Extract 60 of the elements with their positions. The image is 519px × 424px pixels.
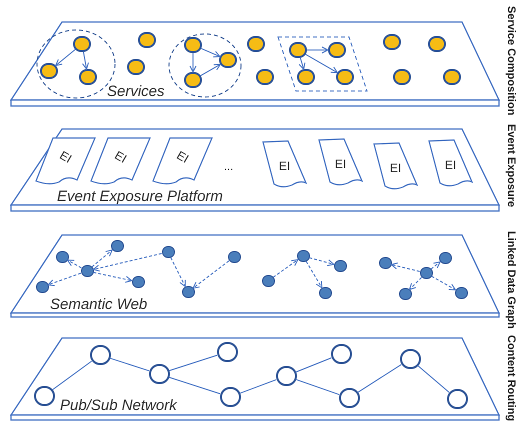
document-shape xyxy=(262,140,307,188)
layer-title: Event Exposure xyxy=(504,124,517,208)
arrow xyxy=(306,46,328,54)
dashed-arrow xyxy=(308,257,334,266)
layer-title: Content Routing xyxy=(504,335,517,422)
dashed-arrow xyxy=(192,260,230,289)
arrow xyxy=(82,51,89,70)
document-shape xyxy=(90,137,151,185)
dashed-arrow xyxy=(91,250,113,268)
link-line xyxy=(357,364,402,393)
layer-label: Event Exposure Platform xyxy=(57,188,223,205)
arrow xyxy=(305,54,338,74)
link-line xyxy=(417,365,450,393)
layer-title: Service Composition xyxy=(504,6,517,116)
dashed-arrow xyxy=(390,262,420,272)
dashed-arrow xyxy=(306,260,322,288)
link-line xyxy=(295,378,340,396)
arrow xyxy=(200,64,221,76)
document-label: EI xyxy=(334,157,346,171)
layer-plane xyxy=(10,128,500,212)
arrow xyxy=(200,48,220,58)
link-line xyxy=(109,358,150,372)
layer-label: Pub/Sub Network xyxy=(60,397,177,414)
document-shape xyxy=(318,138,363,186)
document-shape xyxy=(35,137,96,185)
layer-plane xyxy=(10,21,500,107)
link-line xyxy=(295,357,332,373)
layer-label: Semantic Web xyxy=(50,296,148,313)
dashed-arrow xyxy=(170,256,186,288)
layer-label: Services xyxy=(107,83,165,100)
arrow xyxy=(298,57,306,70)
layer-plane xyxy=(10,337,500,421)
document-label: EI xyxy=(390,161,402,175)
document-shape xyxy=(152,137,213,185)
dashed-arrow xyxy=(431,276,456,290)
arrow xyxy=(190,52,196,72)
layer-title: Linked Data Graph xyxy=(504,231,517,329)
layer-plane xyxy=(10,234,500,318)
dashed-group-parallelogram xyxy=(277,36,368,92)
arrow xyxy=(55,48,76,66)
document-label: EI xyxy=(444,158,456,172)
link-line xyxy=(239,379,277,394)
dashed-arrow xyxy=(408,276,422,290)
link-line xyxy=(168,376,221,394)
link-line xyxy=(168,354,218,372)
dashed-arrow xyxy=(92,272,132,283)
dashed-arrow xyxy=(272,259,298,278)
document-shape xyxy=(373,142,418,190)
document-label: EI xyxy=(174,148,191,166)
dashed-arrow xyxy=(67,260,82,268)
link-line xyxy=(52,360,92,390)
dashed-arrow xyxy=(92,252,162,272)
document-shape xyxy=(428,139,473,187)
document-label: EI xyxy=(278,159,290,173)
dashed-group-ellipse xyxy=(168,33,242,98)
document-label: EI xyxy=(57,148,74,166)
ellipsis-label: ... xyxy=(224,161,234,173)
dashed-arrow xyxy=(48,272,82,286)
document-label: EI xyxy=(112,148,129,166)
dashed-arrow xyxy=(430,261,441,270)
